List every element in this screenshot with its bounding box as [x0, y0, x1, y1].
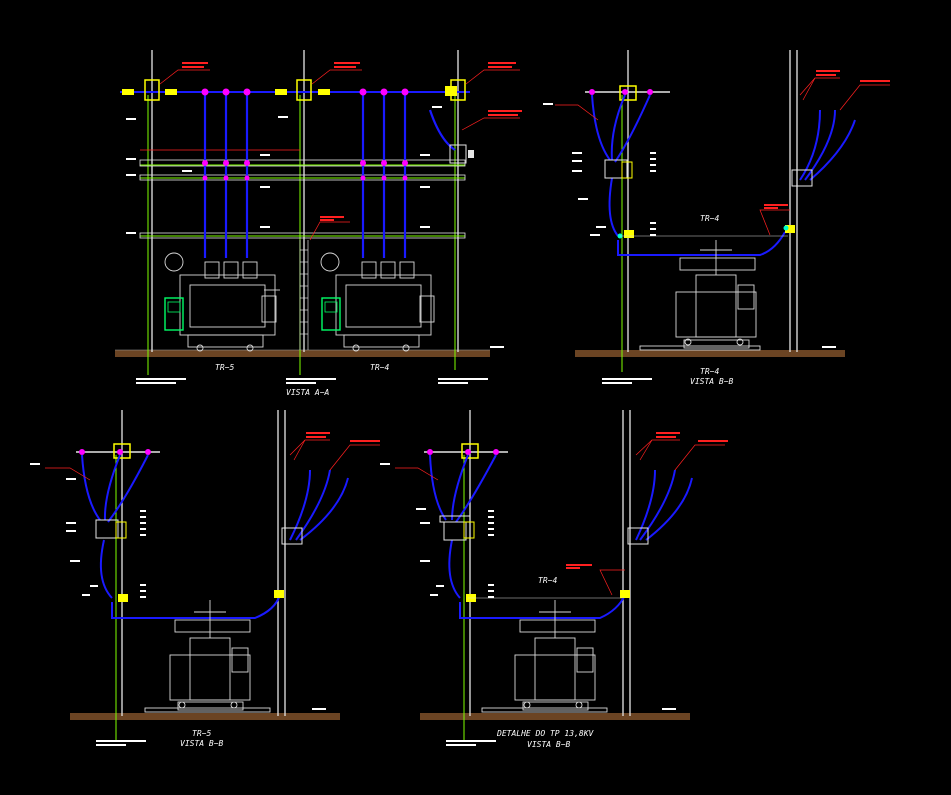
label-detalhe-tp: DETALHE DO TP 13,8KV [496, 729, 595, 738]
label-tr4-detail: TR−4 [538, 576, 557, 585]
label-vista-bb-2: VISTA B−B [180, 739, 224, 748]
poles-aa [151, 50, 459, 352]
transformer-tr4-detail [481, 600, 608, 713]
view-detalhe-tp: TR−4 DETALHE DO TP 13,8KV VISTA B−B [380, 410, 728, 749]
view-bb-tr4: TR−4 TR−4 VISTA B−B [543, 50, 890, 386]
label-tr5-bb: TR−5 [192, 729, 211, 738]
label-vista-bb-1: VISTA B−B [690, 377, 734, 386]
label-vista-bb-3: VISTA B−B [527, 740, 571, 749]
top-bus-insulators-aa [122, 79, 466, 101]
transformer-tr4-side [639, 240, 761, 351]
insulators-aa [201, 88, 409, 181]
label-tr4-bb-bottom: TR−4 [700, 367, 719, 376]
ground-strip-aa [115, 350, 490, 357]
view-aa: TR−5 TR−4 VISTA A−A [115, 50, 522, 397]
view-bb-tr5: TR−5 VISTA B−B [30, 410, 380, 748]
tr4-control-box [321, 297, 341, 331]
ladder-aa [299, 240, 309, 350]
crossarms-aa [139, 149, 466, 239]
tr5-control-box [164, 297, 184, 331]
transformer-tr4-front [320, 252, 435, 352]
transformer-tr5-side [144, 600, 271, 713]
label-vista-aa: VISTA A−A [286, 388, 330, 397]
drop-cables-aa [203, 92, 456, 258]
label-tr4-bb-top: TR−4 [700, 214, 719, 223]
ref-tags-aa [126, 106, 504, 384]
ground-wires-aa [140, 95, 465, 375]
label-tr4-aa: TR−4 [370, 363, 389, 372]
transformer-tr5-front [164, 252, 280, 352]
callouts-aa [159, 69, 520, 241]
label-tr5-aa: TR−5 [215, 363, 234, 372]
callout-stubs-aa [182, 62, 522, 221]
